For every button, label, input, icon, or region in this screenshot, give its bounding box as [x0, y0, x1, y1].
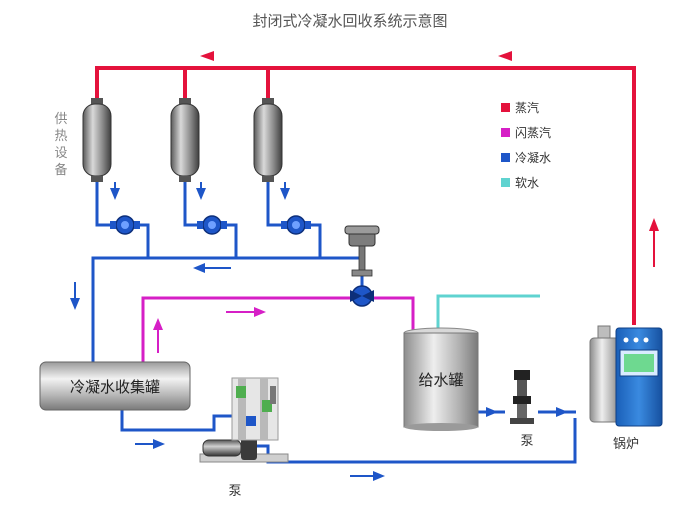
soft-water-pipe [436, 294, 540, 330]
vessel-1 [82, 98, 112, 182]
legend-item-flash-steam: 闪蒸汽 [501, 125, 551, 140]
flash-steam-pipes [141, 296, 415, 364]
soft-water-line [436, 294, 540, 330]
condensate-to-pump [120, 408, 245, 432]
svg-text:蒸汽: 蒸汽 [515, 100, 539, 115]
cond-arrow-right-4 [556, 407, 568, 417]
steam-arrows [200, 51, 659, 267]
flash-arrow-right-shaft [226, 311, 256, 313]
boiler-pump-label: 泵 [520, 434, 533, 449]
flash-arrow-right [254, 307, 266, 317]
condensate-line-1 [91, 180, 150, 364]
flash-steam-pipe [141, 296, 415, 364]
condensate-collection-tank: 冷凝水收集罐 [39, 361, 191, 411]
flash-arrow-up [153, 318, 163, 330]
legend: 蒸汽 闪蒸汽 冷凝水 软水 [501, 100, 551, 190]
diagram-title: 封闭式冷凝水回收系统示意图 [252, 12, 447, 30]
cond-arrow-down-2 [196, 188, 206, 200]
heat-supply-vessels [82, 98, 283, 182]
steam-arrow-2 [498, 51, 512, 61]
svg-text:软水: 软水 [515, 176, 539, 190]
vessel-3 [253, 98, 283, 182]
steam-pipes [95, 66, 636, 325]
steam-trap-2 [197, 215, 227, 235]
flash-arrows [153, 307, 266, 353]
steam-arrow-up-shaft [653, 227, 655, 267]
control-valve [344, 225, 380, 307]
boiler-feed-pump: 泵 [510, 370, 534, 449]
boiler: 锅炉 [589, 325, 663, 452]
heat-supply-label: 供 热 设 备 [54, 112, 67, 178]
vessel-2 [170, 98, 200, 182]
steam-main-pipe [95, 66, 636, 325]
main-pump-label: 泵 [228, 484, 241, 499]
feed-water-tank-label: 给水罐 [418, 371, 463, 389]
steam-traps [110, 215, 311, 235]
svg-text:热: 热 [54, 129, 67, 144]
svg-text:备: 备 [54, 162, 67, 178]
svg-text:闪蒸汽: 闪蒸汽 [515, 125, 551, 140]
steam-trap-3 [281, 215, 311, 235]
collection-tank-label: 冷凝水收集罐 [70, 378, 160, 396]
steam-trap-1 [110, 215, 140, 235]
cond-arrow-down-left [70, 298, 80, 310]
feed-water-tank: 给水罐 [403, 327, 479, 431]
legend-item-steam: 蒸汽 [501, 100, 539, 115]
svg-text:设: 设 [54, 146, 67, 161]
cond-arrow-down-1 [110, 188, 120, 200]
cond-arrow-right-3 [486, 407, 498, 417]
condensate-arrows [70, 182, 568, 481]
flash-arrow-up-shaft [157, 327, 159, 353]
main-pump-unit: 泵 [199, 377, 289, 499]
cond-arrow-down-3 [280, 188, 290, 200]
cond-arrow-left [193, 263, 205, 273]
svg-text:冷凝水: 冷凝水 [515, 150, 551, 165]
condensate-pipes [91, 180, 577, 464]
svg-text:供: 供 [54, 112, 67, 127]
boiler-label: 锅炉 [613, 436, 639, 452]
steam-arrow-1 [200, 51, 214, 61]
legend-item-soft-water: 软水 [501, 176, 539, 190]
cond-arrow-right-1 [153, 439, 165, 449]
cond-arrow-right-2 [373, 471, 385, 481]
legend-item-condensate: 冷凝水 [501, 150, 551, 165]
steam-arrow-up [649, 218, 659, 231]
